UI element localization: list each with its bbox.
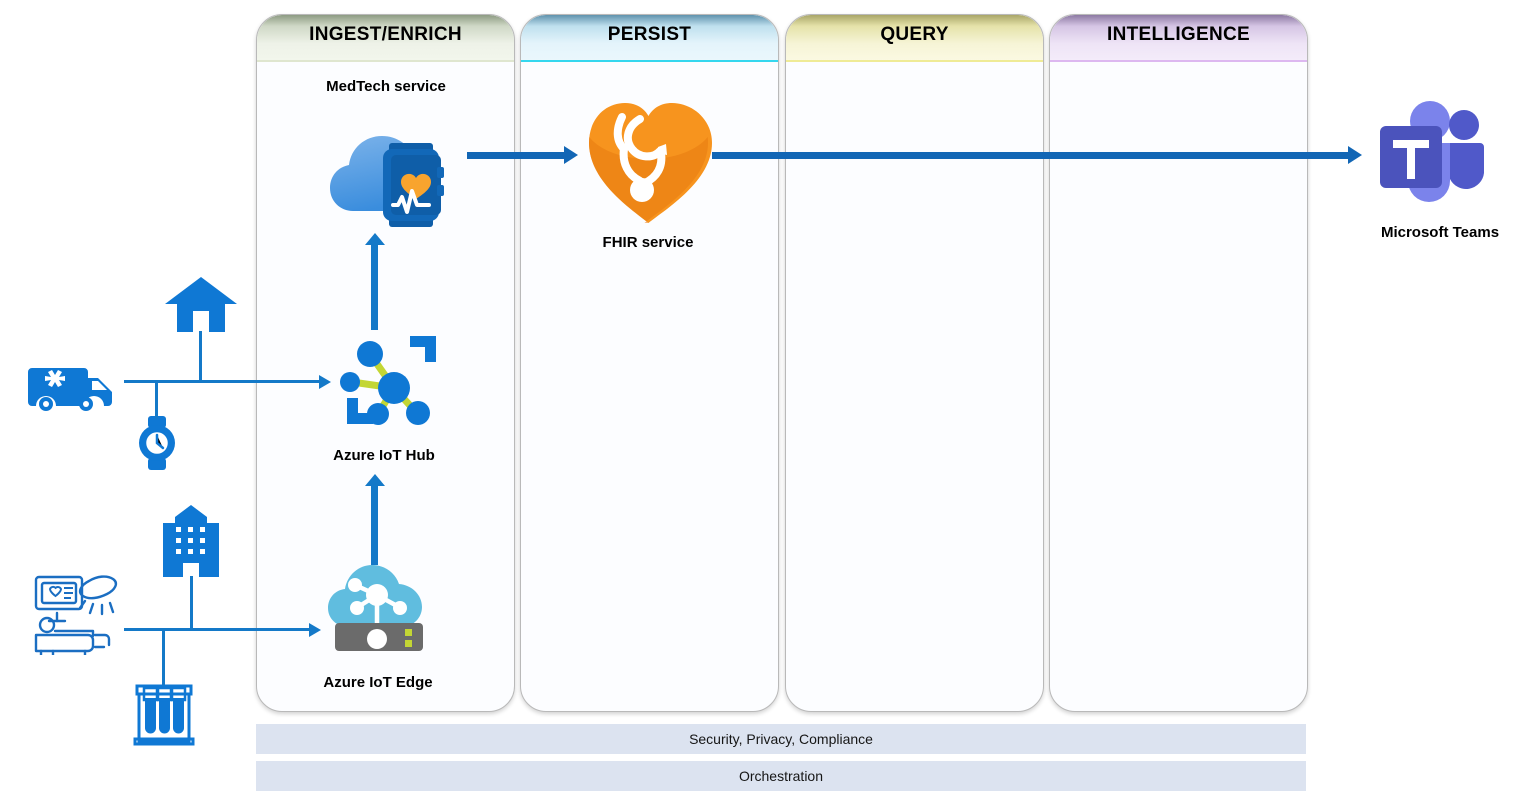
column-query: QUERY xyxy=(785,14,1044,712)
arrow-sources-to-iotedge xyxy=(124,622,321,637)
azure-iot-hub-icon xyxy=(340,336,436,425)
microsoft-teams-icon xyxy=(1380,101,1484,202)
arrow-fhir-to-teams xyxy=(712,146,1362,164)
column-accent-line-persist xyxy=(521,60,778,62)
medtech-service-icon xyxy=(330,136,444,227)
footer-bar-orchestration: Orchestration xyxy=(256,761,1306,791)
column-header-persist: PERSIST xyxy=(521,15,778,61)
medtech-service-label: MedTech service xyxy=(326,78,446,95)
column-accent-line-intelligence xyxy=(1050,60,1307,62)
smartwatch-icon xyxy=(139,416,175,470)
column-title-intelligence: INTELLIGENCE xyxy=(1107,24,1250,45)
fhir-service-label: FHIR service xyxy=(602,234,694,251)
azure-iot-edge-label: Azure IoT Edge xyxy=(323,674,433,691)
column-accent-line-ingest xyxy=(257,60,514,62)
arrow-iotedge-to-iothub xyxy=(364,474,385,565)
ambulance-icon xyxy=(28,368,112,411)
column-title-persist: PERSIST xyxy=(607,24,692,45)
patient-monitoring-icon xyxy=(34,575,118,655)
footer-bar-security: Security, Privacy, Compliance xyxy=(256,724,1306,754)
arrow-sources-to-iothub xyxy=(124,374,331,389)
microsoft-teams-label: Microsoft Teams xyxy=(1380,224,1500,241)
connector-house-drop xyxy=(199,331,202,381)
column-header-intelligence: INTELLIGENCE xyxy=(1050,15,1307,61)
column-header-ingest: INGEST/ENRICH xyxy=(257,15,514,61)
column-intelligence: INTELLIGENCE xyxy=(1049,14,1308,712)
connector-hospital-drop xyxy=(190,576,193,629)
footer-bar-security-label: Security, Privacy, Compliance xyxy=(689,731,873,747)
column-title-ingest: INGEST/ENRICH xyxy=(309,24,462,45)
column-accent-line-query xyxy=(786,60,1043,62)
test-tubes-icon xyxy=(133,684,195,746)
column-header-query: QUERY xyxy=(786,15,1043,61)
house-icon xyxy=(165,277,237,332)
azure-iot-hub-label: Azure IoT Hub xyxy=(333,447,435,464)
connector-lab-drop xyxy=(162,629,165,685)
hospital-building-icon xyxy=(163,505,219,577)
column-title-query: QUERY xyxy=(880,24,949,45)
column-persist: PERSIST xyxy=(520,14,779,712)
fhir-service-icon xyxy=(589,103,712,223)
connector-watch-drop xyxy=(155,381,158,419)
footer-bar-orchestration-label: Orchestration xyxy=(738,768,824,784)
arrow-medtech-to-fhir xyxy=(467,146,578,164)
arrow-iothub-to-medtech xyxy=(364,233,385,330)
azure-iot-edge-icon xyxy=(328,565,423,651)
